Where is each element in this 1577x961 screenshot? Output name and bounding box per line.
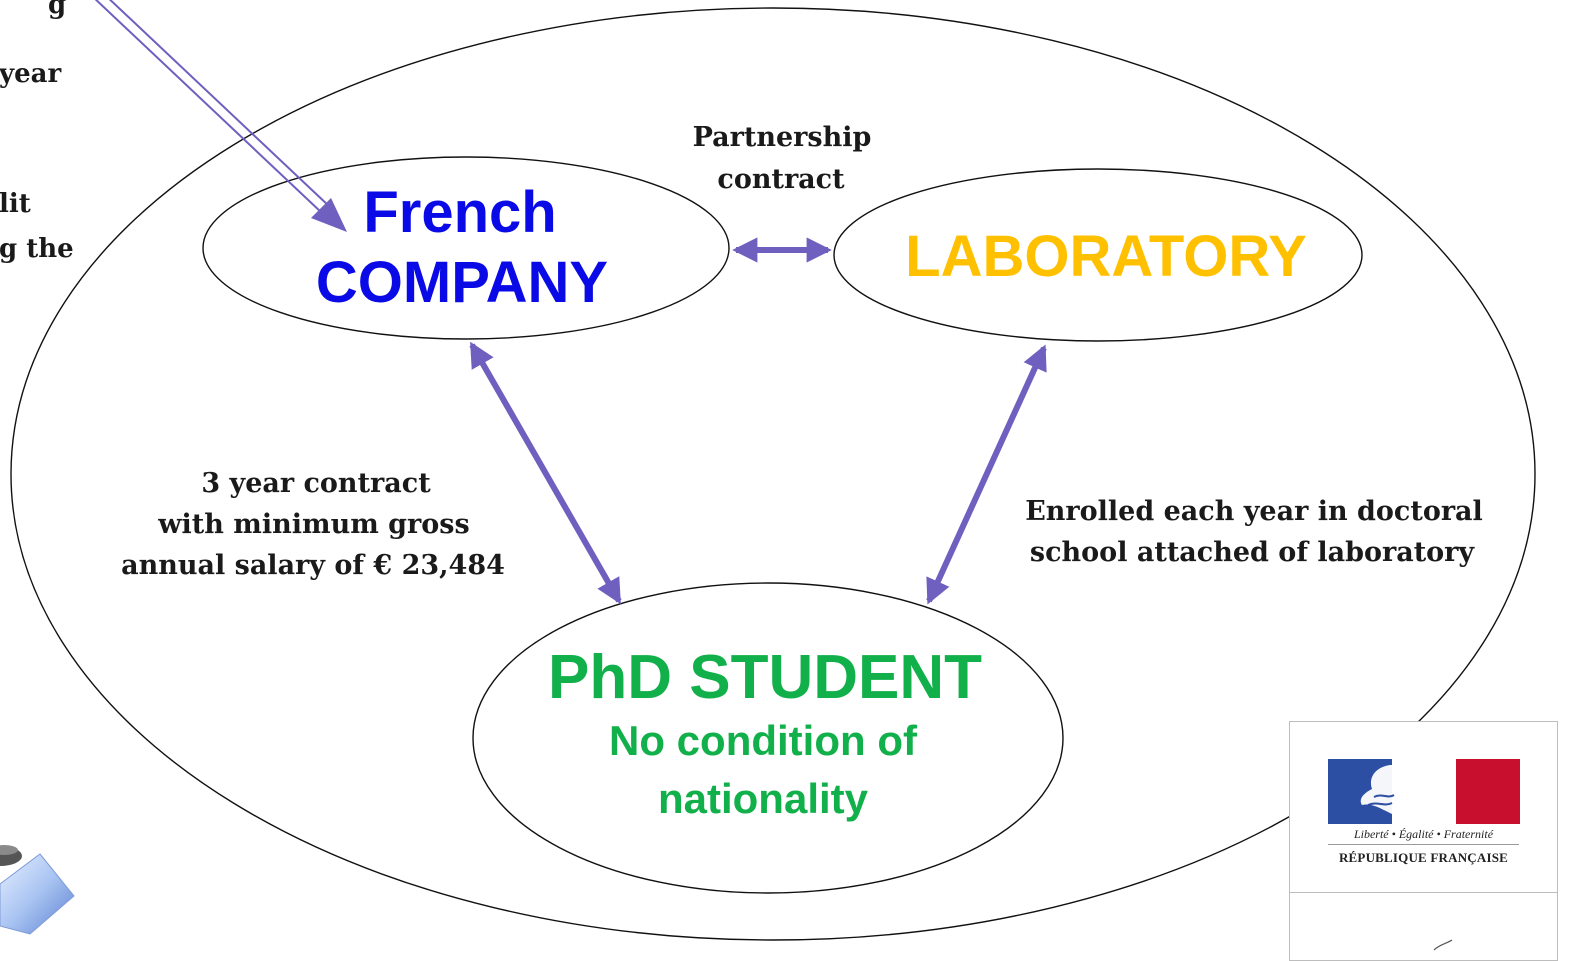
republique-francaise-logo: Liberté • Égalité • Fraternité RÉPUBLIQU… [1289,721,1558,961]
enrolled-label-line1: Enrolled each year in doctoral [1025,496,1483,527]
partnership-label-line2: contract [717,164,845,195]
logo-divider [1328,844,1519,845]
republic-motto: Liberté • Égalité • Fraternité [1353,827,1494,841]
ecosystem-ellipse [10,7,1536,941]
company-student-arrow [469,341,622,605]
marianne-flag-icon [1328,759,1520,824]
left-partial-text-2: year [0,59,61,89]
contract-label-line1: 3 year contract [201,468,431,499]
student-sub-line2: nationality [658,775,869,822]
laboratory-label: LABORATORY [905,224,1307,289]
incoming-arrow [94,0,347,232]
contract-label-line3: annual salary of € 23,484 [121,550,505,581]
left-partial-text-1: g [48,0,66,20]
student-node [472,582,1064,894]
partnership-label-line1: Partnership [693,122,872,153]
company-label-line1: French [363,180,556,245]
left-partial-text-4: g the [0,234,74,264]
partial-logo-mark-icon [1433,939,1453,951]
enrolled-label-line2: school attached of laboratory [1030,537,1475,568]
logo-box-separator [1290,892,1557,893]
corner-logo [0,806,75,949]
left-partial-text-3: lit [0,189,31,219]
student-sub-line1: No condition of [609,717,918,764]
company-label-line2: COMPANY [316,250,608,315]
student-title: PhD STUDENT [548,643,982,712]
contract-label-line2: with minimum gross [157,509,469,540]
laboratory-node [833,168,1363,342]
republic-name: RÉPUBLIQUE FRANÇAISE [1338,850,1509,865]
company-node [202,156,730,340]
lab-student-arrow [926,344,1047,605]
